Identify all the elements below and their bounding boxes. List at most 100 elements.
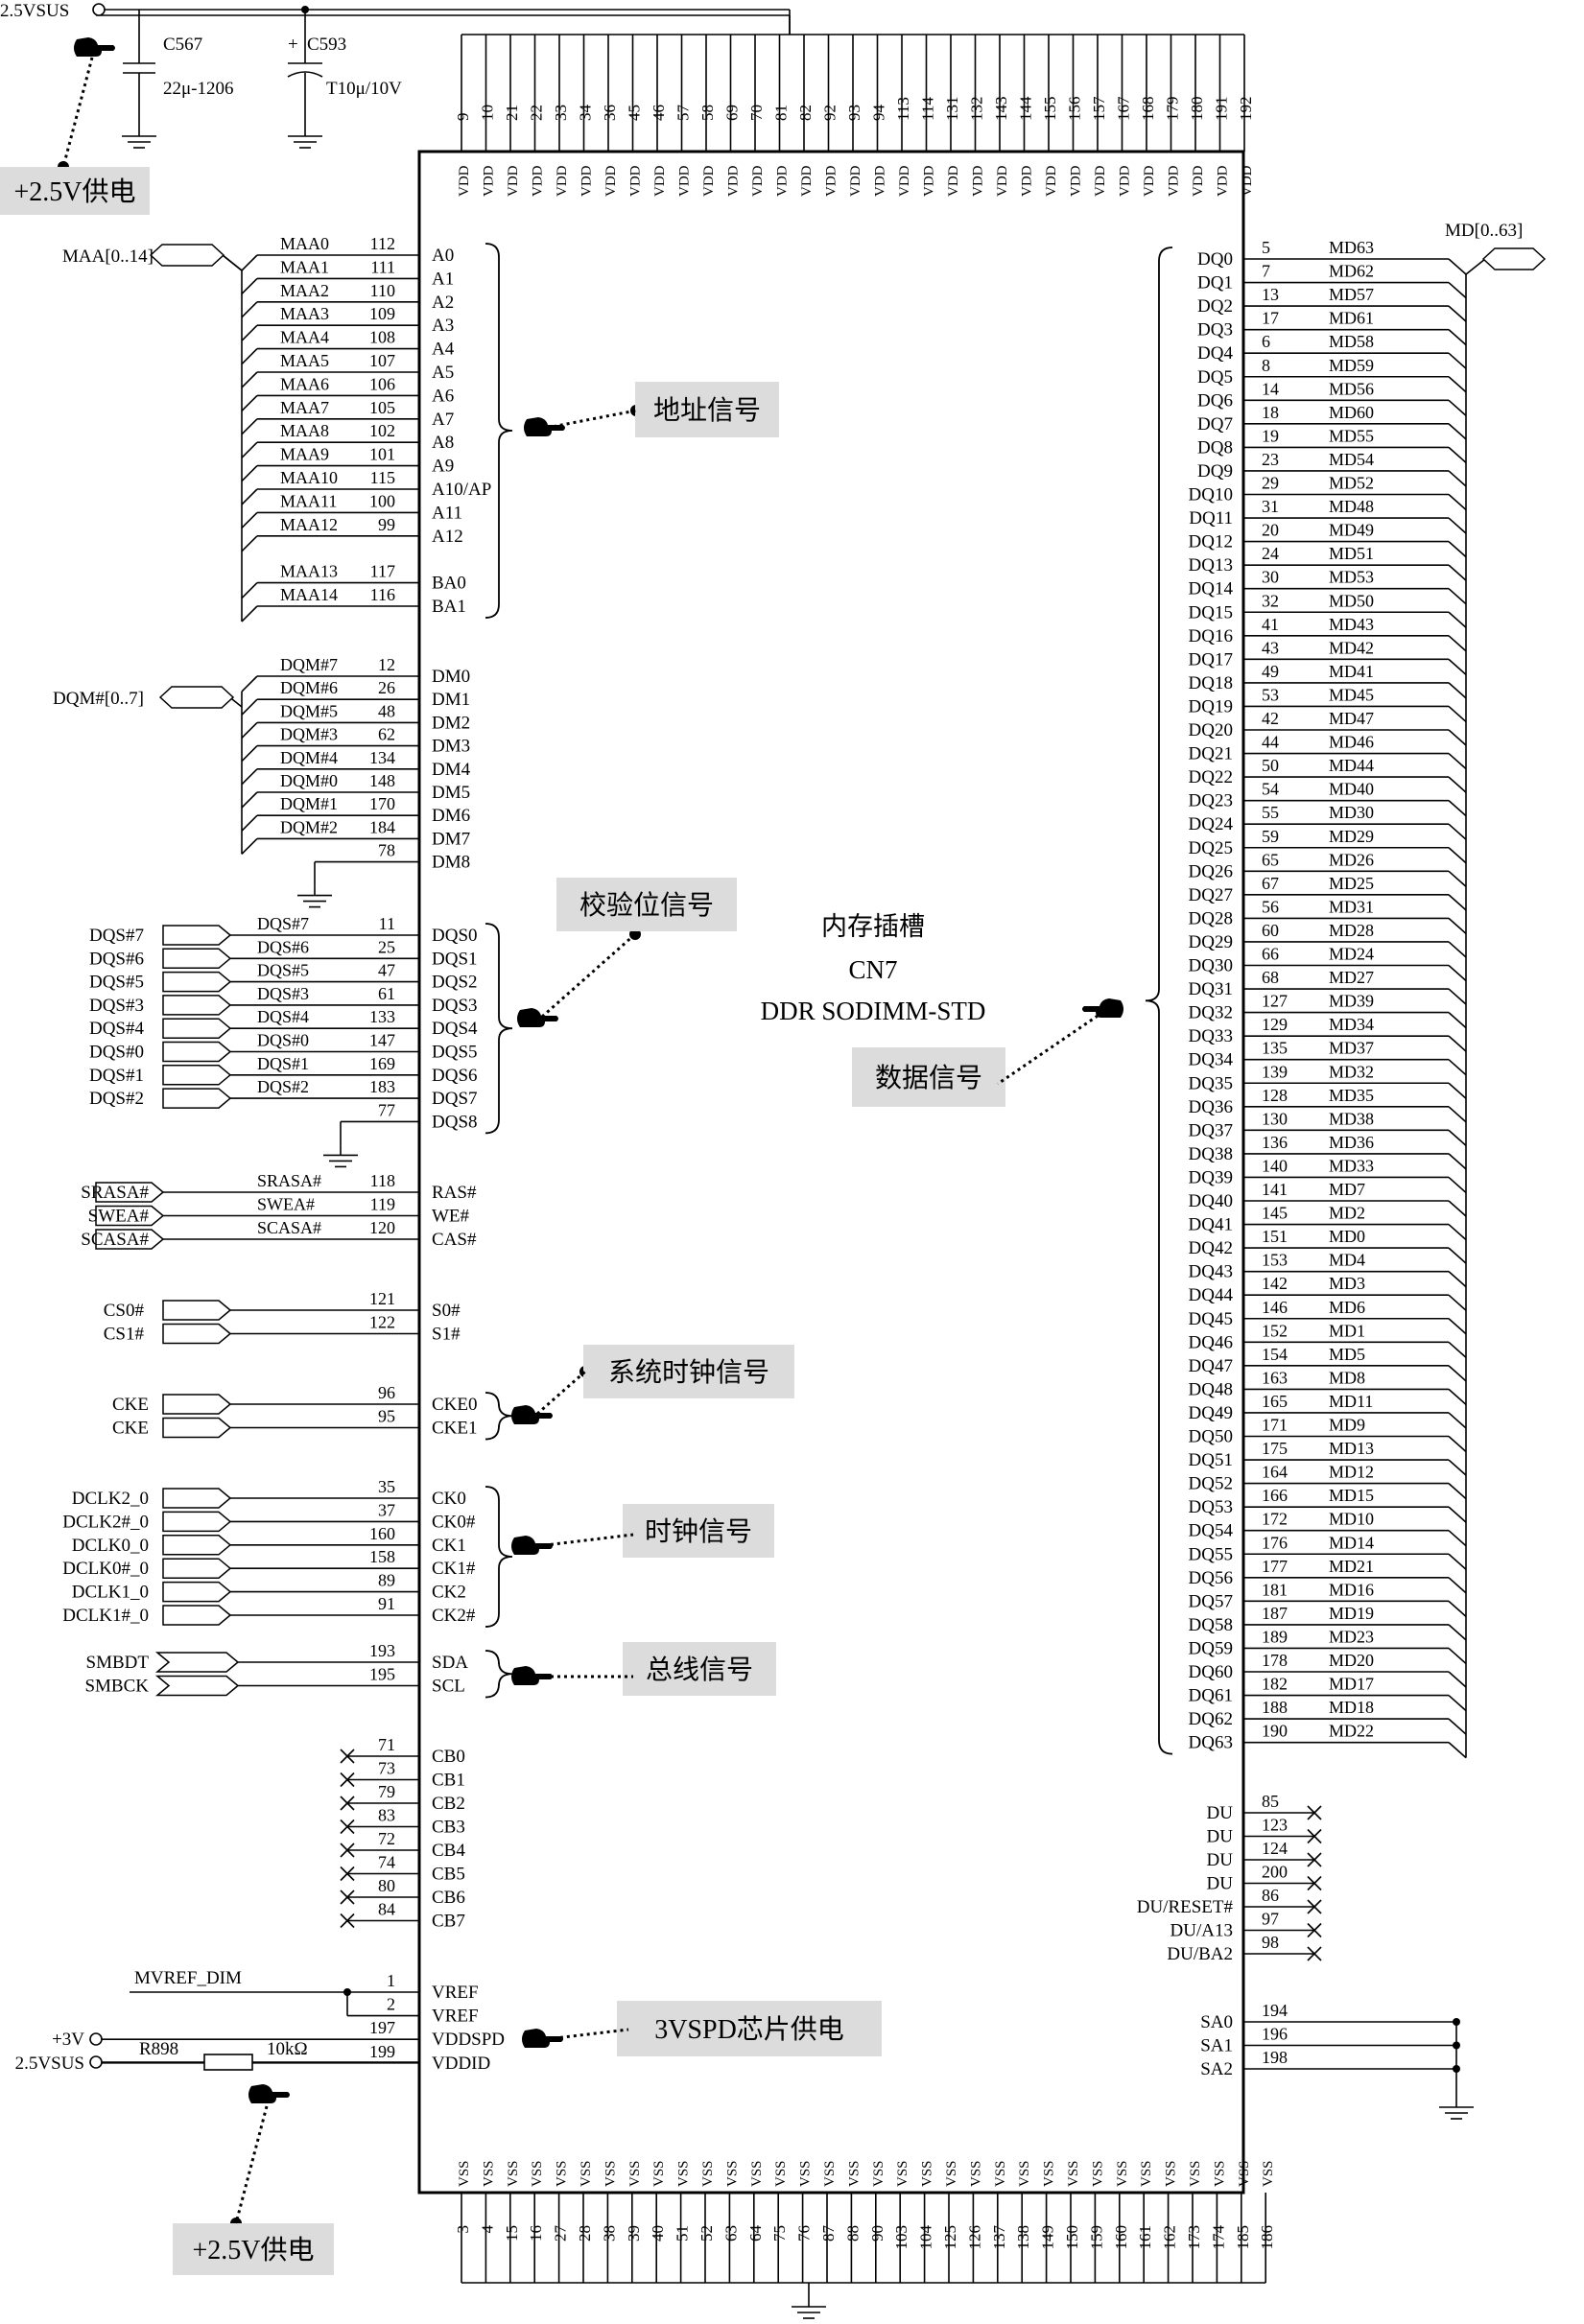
dq-pin-name: DQ58 (1189, 1615, 1233, 1635)
dq-pin-name: DQ17 (1189, 649, 1233, 669)
smb-port (154, 1675, 240, 1697)
pointing-hand-icon (248, 2084, 290, 2103)
dq-pin-number: 31 (1262, 497, 1279, 516)
cke-port (162, 1417, 232, 1439)
bus-entry (1448, 988, 1467, 1005)
md-bus-label: MD[0..63] (1445, 221, 1523, 241)
smb-port (154, 1652, 240, 1673)
vdd-pin-name: VDD (824, 165, 839, 197)
dq-pin-name: DQ30 (1189, 956, 1233, 976)
cb-pin-number: 83 (378, 1806, 395, 1825)
vss-pin-name: VSS (968, 2160, 983, 2187)
dq-net-name: MD40 (1329, 780, 1374, 799)
address_pins-pin-number: 110 (370, 281, 395, 300)
dq-pin-name: DQ0 (1197, 249, 1233, 270)
dq-pin-number: 135 (1262, 1039, 1288, 1058)
address_pins-net-name: MAA6 (280, 374, 329, 393)
check-callout-box (556, 878, 737, 931)
vdd-pin-name: VDD (750, 165, 766, 197)
dq-pin-name: DQ23 (1189, 791, 1233, 811)
bus-callout-text: 总线信号 (646, 1655, 753, 1685)
dqs-net-name: DQS#5 (257, 961, 309, 980)
dqs-ext-name: DQS#4 (89, 1019, 145, 1039)
bus-entry (1448, 329, 1467, 346)
vref-pin-name: VREF (432, 2007, 479, 2027)
dqs-ext-name: DQS#3 (89, 996, 144, 1016)
dq-net-name: MD39 (1329, 992, 1374, 1011)
bus-entry (1448, 1365, 1467, 1382)
pointing-hand-icon (511, 1536, 553, 1555)
dqs-ext-name: DQS#6 (89, 949, 144, 969)
ctrl-pin-number: 118 (370, 1171, 395, 1190)
no-connect-mark (1307, 1922, 1322, 1938)
cke-pin-name: CKE0 (432, 1395, 478, 1415)
dq-net-name: MD36 (1329, 1133, 1374, 1152)
vss-pin-name: VSS (555, 2160, 570, 2187)
bus-entry (1448, 1435, 1467, 1453)
bus-entry (1448, 376, 1467, 393)
dqs-net-name: DQS#0 (257, 1031, 309, 1050)
dq-pin-name: DQ13 (1189, 555, 1233, 575)
address_pins-net-name: MAA4 (280, 328, 329, 347)
vdd-pin-name: VDD (701, 165, 717, 197)
dq-net-name: MD55 (1329, 426, 1374, 445)
address_pins-pin-name: A1 (432, 269, 454, 289)
address_pins-pin-name: BA0 (432, 574, 466, 594)
vdd-pin-number: 143 (992, 97, 1010, 122)
bus-entry (1448, 1506, 1467, 1523)
dq-pin-number: 175 (1262, 1439, 1288, 1458)
dq-pin-number: 181 (1262, 1580, 1288, 1599)
dq-pin-name: DQ43 (1189, 1262, 1233, 1282)
bus-entry (1448, 1176, 1467, 1194)
bus-entry (1448, 564, 1467, 581)
address-callout-box (635, 382, 779, 437)
vdd-pin-number: 93 (845, 105, 863, 121)
dq-pin-number: 190 (1262, 1722, 1288, 1741)
vdd-pin-number: 155 (1041, 97, 1059, 122)
bus-entry (1448, 1082, 1467, 1099)
spd-callout-box (617, 2001, 882, 2056)
junction-dot (301, 6, 309, 13)
dq-net-name: MD59 (1329, 356, 1374, 375)
sa-pin-name: SA0 (1200, 2012, 1233, 2032)
mark-layer (58, 3, 1547, 2229)
dq-pin-name: DQ33 (1189, 1026, 1233, 1046)
dq-pin-name: DQ11 (1189, 508, 1233, 528)
address_pins-pin-number: 105 (369, 398, 395, 417)
dq-pin-number: 18 (1262, 403, 1279, 422)
cb-pin-name: CB5 (432, 1865, 465, 1885)
bus-entry (1448, 258, 1467, 275)
dq-pin-number: 14 (1262, 379, 1279, 398)
resistor-name: R898 (139, 2039, 178, 2059)
sa-pin-number: 196 (1262, 2025, 1288, 2044)
address_pins-pin-number: 108 (369, 328, 395, 347)
dm_pins-pin-number: 48 (378, 701, 395, 720)
bus-entry (1448, 399, 1467, 416)
address_pins-pin-number: 106 (369, 374, 395, 393)
bus-entry (1448, 1600, 1467, 1617)
vref-pin-number: 199 (369, 2042, 395, 2061)
vss-pin-number: 15 (503, 2225, 521, 2242)
cb-pin-number: 71 (378, 1735, 395, 1754)
no-connect-mark (340, 1819, 355, 1835)
cke-pin-number: 95 (378, 1407, 395, 1426)
bus-entry (1448, 705, 1467, 723)
bus-entry (1448, 1012, 1467, 1029)
address_pins-net-name: MAA8 (280, 421, 329, 440)
cap-c593 (287, 71, 323, 78)
clk-port (162, 1488, 232, 1509)
address_pins-pin-number: 115 (370, 468, 395, 487)
clk-ext-name: DCLK1#_0 (62, 1606, 149, 1626)
dm_pins-net-name: DQM#7 (280, 655, 338, 674)
vdd-pin-number: 157 (1090, 96, 1108, 121)
address_pins-pin-number: 111 (370, 257, 395, 276)
connector-body (417, 150, 1245, 2195)
cb-pin-number: 80 (378, 1876, 395, 1895)
dq-pin-name: DQ36 (1189, 1097, 1233, 1117)
vdd-pin-number: 168 (1139, 97, 1157, 122)
dq-pin-name: DQ42 (1189, 1238, 1233, 1258)
vdd-pin-name: VDD (1167, 165, 1182, 197)
vdd-pin-name: VDD (1044, 165, 1059, 197)
dq-pin-name: DQ16 (1189, 626, 1233, 646)
